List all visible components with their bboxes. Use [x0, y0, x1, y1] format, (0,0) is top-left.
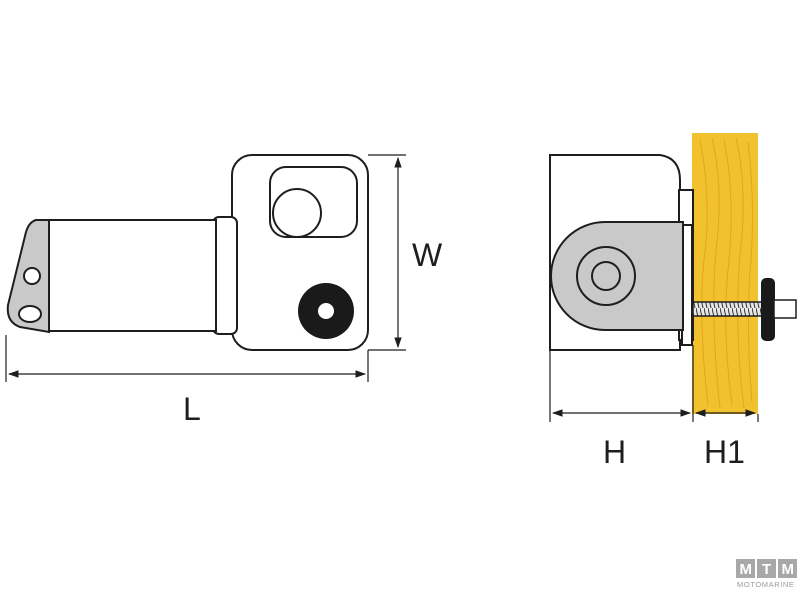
- bolt-end: [773, 299, 797, 319]
- logo-subtitle: MOTOMARINE: [737, 580, 795, 589]
- label-l: L: [183, 391, 201, 427]
- logo-letter-2: T: [762, 561, 771, 578]
- through-bolt: [692, 301, 764, 317]
- tab-hole-lower: [18, 305, 42, 323]
- bolt-nut: [761, 278, 775, 341]
- dimension-l: [5, 335, 369, 382]
- shaft-circle: [272, 188, 322, 238]
- pivot-inner-ring: [591, 261, 621, 291]
- side-view-actuator: [6, 154, 369, 351]
- end-view-actuator: [549, 154, 694, 351]
- adjust-knob: [298, 283, 354, 339]
- brand-logo: M T M MOTOMARINE: [736, 559, 797, 589]
- label-w: W: [412, 237, 443, 273]
- logo-letter-3: M: [782, 561, 795, 578]
- motor-cylinder: [43, 219, 217, 332]
- logo-letter-1: M: [740, 561, 753, 578]
- label-h1: H1: [704, 434, 745, 470]
- dimension-h: [549, 345, 694, 422]
- tab-hole-upper: [23, 267, 41, 285]
- dimension-w: [368, 154, 406, 351]
- dimension-h1: [694, 409, 759, 422]
- wood-transom: [692, 133, 758, 414]
- label-h: H: [603, 434, 626, 470]
